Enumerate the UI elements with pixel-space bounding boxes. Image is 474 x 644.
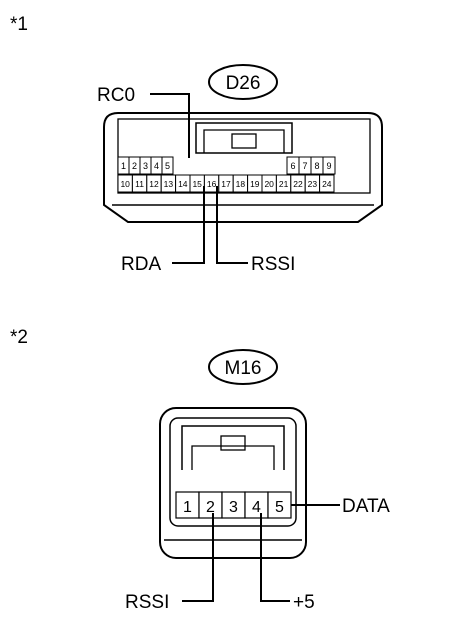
leader-line-rda — [172, 186, 205, 264]
housing-outline — [103, 112, 383, 223]
pin-label: 1 — [183, 499, 192, 516]
pin-label: 18 — [236, 179, 246, 189]
leader-lines-m16 — [182, 504, 340, 602]
connector-id-oval — [208, 64, 278, 100]
locking-tab-inner — [191, 445, 275, 470]
pin-cell — [319, 174, 335, 193]
pin-label: 10 — [120, 179, 130, 189]
terminal-label-plus5: +5 — [293, 592, 315, 613]
leader-line-rc0 — [150, 93, 190, 158]
figure-2-marker: *2 — [10, 327, 28, 348]
terminal-label-rssi: RSSI — [251, 254, 295, 275]
pin-label: 6 — [290, 161, 295, 171]
pin-label: 4 — [252, 499, 261, 516]
figure-2: *2 M16 1 2 3 4 5 — [10, 327, 390, 613]
leader-line-rssi — [182, 513, 214, 602]
locking-tab-inner — [203, 129, 285, 153]
locking-tab-outer — [195, 122, 293, 154]
connector-housing-d26 — [103, 112, 383, 223]
pin-label: 1 — [121, 161, 126, 171]
housing-outline — [159, 407, 307, 559]
terminal-label-rda: RDA — [121, 254, 161, 275]
pin-cell — [322, 156, 336, 175]
terminal-label-rssi: RSSI — [125, 592, 169, 613]
leader-line-rssi — [216, 186, 248, 264]
housing-inner-frame — [169, 417, 297, 527]
pin-label: 5 — [165, 161, 170, 171]
pin-label: 5 — [275, 499, 284, 516]
pin-label: 14 — [178, 179, 188, 189]
figure-1-marker: *1 — [10, 14, 28, 35]
connector-id-d26: D26 — [226, 73, 261, 94]
figure-1: *1 D26 1 2 3 4 5 — [10, 14, 383, 275]
locking-tab-outer — [181, 425, 285, 470]
pin-label: 9 — [326, 161, 331, 171]
locking-tab-latch — [220, 435, 246, 451]
pin-label: 7 — [302, 161, 307, 171]
pin-label: 8 — [314, 161, 319, 171]
connector-id-badge-m16: M16 — [208, 349, 278, 385]
pin-row-1: 1 2 3 4 5 6 7 8 9 — [117, 156, 336, 175]
pin-label: 4 — [154, 161, 159, 171]
connector-id-badge-d26: D26 — [208, 64, 278, 100]
pin-label: 21 — [279, 179, 289, 189]
pin-label: 20 — [264, 179, 274, 189]
pin-label: 2 — [132, 161, 137, 171]
pin-label: 22 — [293, 179, 303, 189]
connector-id-m16: M16 — [225, 358, 262, 379]
pin-row: 1 2 3 4 5 — [175, 491, 292, 519]
locking-tab-latch — [231, 133, 257, 149]
pin-label: 11 — [135, 179, 144, 189]
pin-label: 13 — [164, 179, 174, 189]
pin-label: 3 — [143, 161, 148, 171]
leader-line-plus5 — [260, 513, 290, 602]
pin-label: 16 — [207, 179, 217, 189]
pin-label: 15 — [192, 179, 202, 189]
pin-label: 17 — [221, 179, 231, 189]
terminal-label-rc0: RC0 — [97, 85, 135, 106]
pin-row-2: 10 11 12 13 14 15 16 17 18 19 20 21 22 — [117, 174, 335, 193]
pin-label: 24 — [322, 179, 332, 189]
pin-label: 12 — [149, 179, 159, 189]
connector-id-oval — [208, 349, 278, 385]
leader-lines-d26 — [150, 93, 248, 264]
housing-inner-frame — [117, 118, 371, 194]
pin-label: 23 — [308, 179, 318, 189]
pin-cell — [161, 156, 174, 175]
connector-housing-m16 — [159, 407, 307, 559]
pin-label: 3 — [229, 499, 238, 516]
terminal-label-data: DATA — [342, 496, 390, 517]
pin-label: 2 — [206, 499, 215, 516]
pin-label: 19 — [250, 179, 260, 189]
